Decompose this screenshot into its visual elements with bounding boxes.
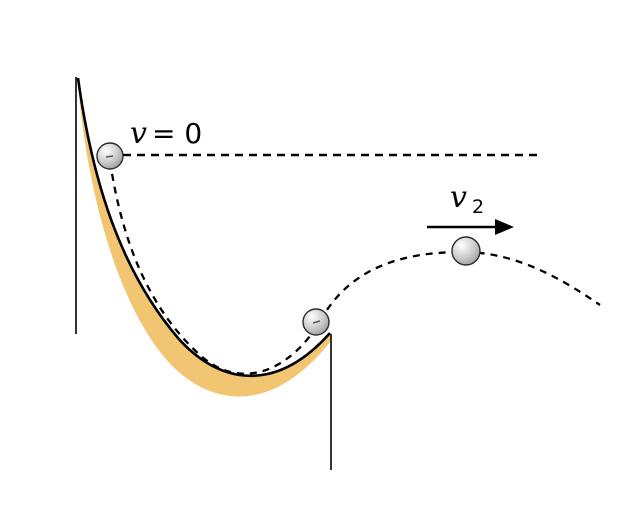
velocity-arrow-head [495, 219, 514, 235]
ball-valley-highlight-mark [312, 320, 321, 324]
velocity-zero-value: = 0 [152, 117, 202, 150]
ball-start-highlight-mark [105, 155, 114, 158]
track-surface-curve [76, 77, 331, 378]
velocity-two-subscript: 2 [472, 196, 484, 218]
trajectory-path [108, 160, 601, 375]
velocity-two-var: v [450, 180, 467, 215]
track-band [78, 78, 330, 397]
velocity-two-label: v 2 [450, 180, 484, 218]
ball-hill [451, 236, 481, 266]
velocity-zero-label: v = 0 [130, 116, 202, 151]
velocity-zero-var: v [130, 116, 147, 151]
